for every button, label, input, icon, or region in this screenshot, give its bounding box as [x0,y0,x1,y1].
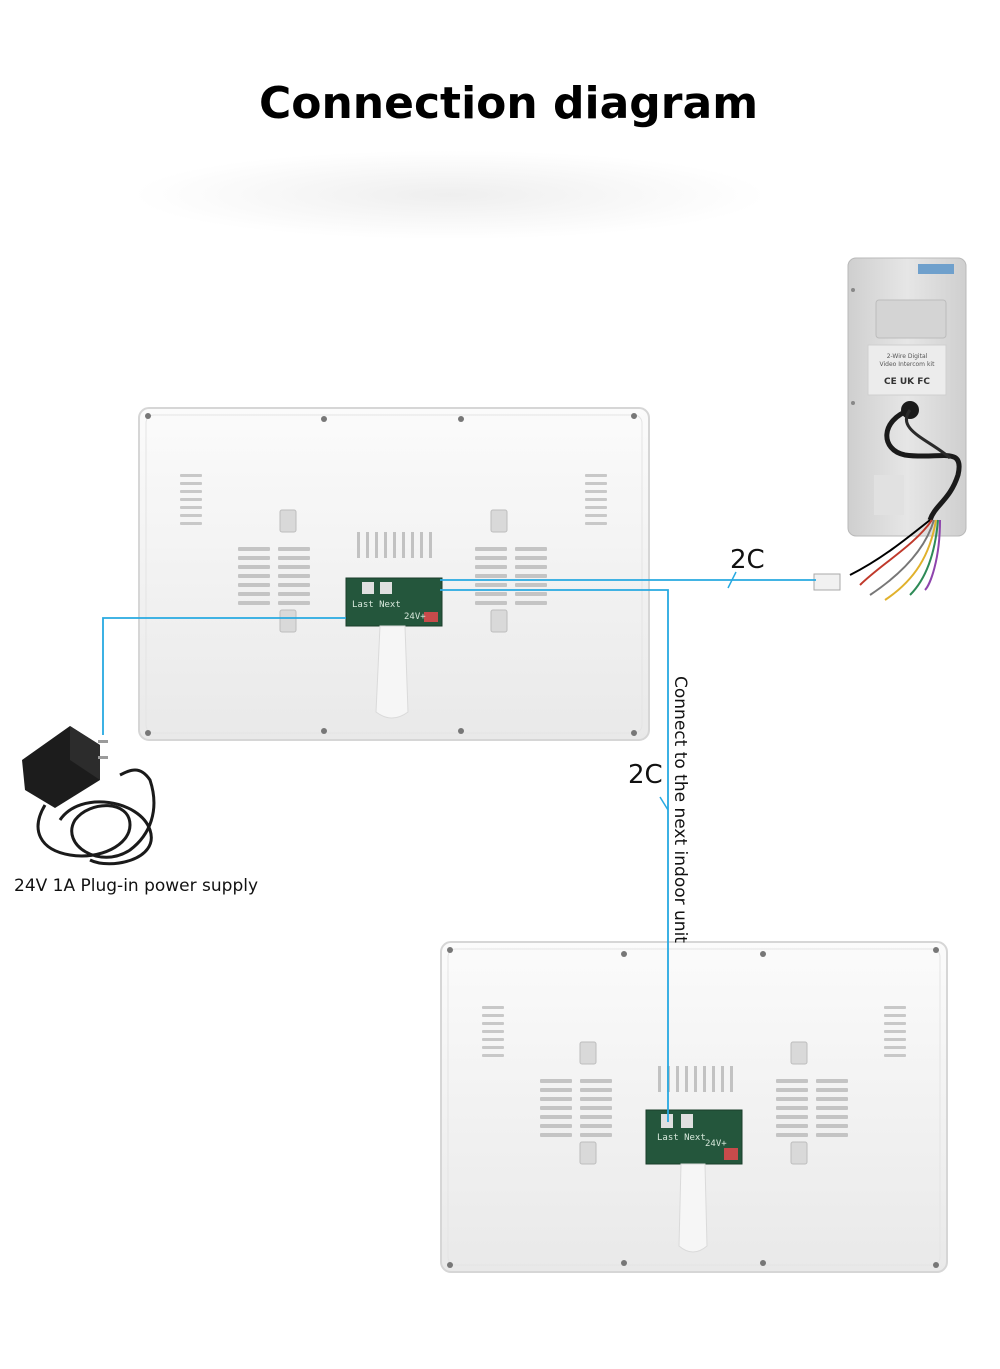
cable-mark-outdoor [727,571,737,589]
wire-to-power [102,617,346,735]
diagram-title: Connection diagram [258,78,759,129]
title-shadow [130,150,770,240]
monitor1-power-port-label: 24V+ [404,612,426,622]
power-supply-label: 24V 1A Plug-in power supply [14,876,259,896]
indoor-monitor-2: Last Next 24V+ [440,941,948,1273]
cable-label-outdoor: 2C [730,545,765,575]
wire-to-next-unit [440,589,669,1122]
door-station-product-line-1: 2-Wire Digital [887,353,928,360]
cable-label-next: 2C [628,760,663,790]
monitor1-port-labels: Last Next [352,600,401,610]
monitor2-power-port-label: 24V+ [705,1139,727,1149]
indoor-monitor-1: Last Next 24V+ [138,407,650,741]
cable-mark-next [659,796,669,811]
door-station-cert-marks: CE UK FC [884,377,930,387]
door-station-product-line-2: Video Intercom kit [880,361,936,368]
power-adapter [22,726,156,866]
next-unit-label: Connect to the next indoor unit [670,676,690,943]
monitor2-port-labels: Last Next [657,1133,706,1143]
outdoor-door-station: 2-Wire Digital Video Intercom kit CE UK … [813,257,967,601]
wiring-lines [102,571,816,1122]
